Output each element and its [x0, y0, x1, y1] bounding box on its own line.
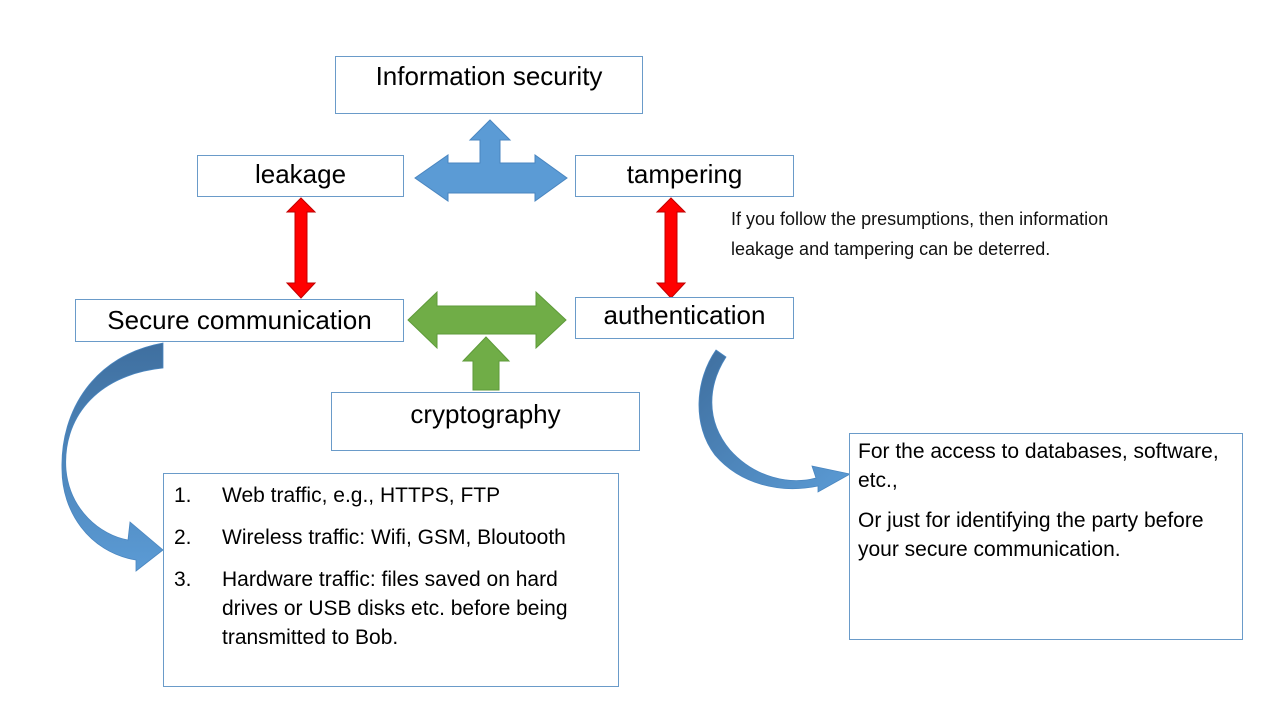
red-arrow-tampering-authentication — [655, 197, 687, 299]
node-label: Information security — [375, 61, 603, 91]
node-tampering: tampering — [575, 155, 794, 197]
node-label: Secure communication — [107, 305, 372, 335]
list-number: 2. — [174, 526, 192, 549]
node-label: cryptography — [410, 399, 561, 429]
node-label: tampering — [626, 159, 743, 189]
list-item: 1. Web traffic, e.g., HTTPS, FTP — [174, 481, 608, 510]
note-text: If you follow the presumptions, then inf… — [731, 209, 1109, 259]
auth-details-box: For the access to databases, software, e… — [849, 433, 1243, 640]
node-information-security: Information security — [335, 56, 643, 114]
list-number: 1. — [174, 484, 192, 507]
node-label: authentication — [603, 300, 766, 330]
blue-three-way-arrow — [414, 119, 568, 202]
node-secure-communication: Secure communication — [75, 299, 404, 342]
list-number: 3. — [174, 568, 192, 591]
traffic-list-box: 1. Web traffic, e.g., HTTPS, FTP 2. Wire… — [163, 473, 619, 687]
node-authentication: authentication — [575, 297, 794, 339]
auth-paragraph: Or just for identifying the party before… — [858, 509, 1204, 561]
node-label: leakage — [254, 159, 347, 189]
presumptions-note: If you follow the presumptions, then inf… — [731, 204, 1131, 264]
green-double-arrow — [407, 290, 567, 350]
green-up-arrow — [461, 336, 511, 391]
auth-paragraph: For the access to databases, software, e… — [858, 440, 1219, 492]
traffic-list: 1. Web traffic, e.g., HTTPS, FTP 2. Wire… — [174, 481, 608, 652]
curved-arrow-to-traffic-list — [61, 342, 164, 572]
list-text: Hardware traffic: files saved on hard dr… — [222, 568, 568, 649]
node-cryptography: cryptography — [331, 392, 640, 451]
list-text: Wireless traffic: Wifi, GSM, Bloutooth — [222, 526, 566, 549]
list-text: Web traffic, e.g., HTTPS, FTP — [222, 484, 501, 507]
curved-arrow-to-auth-details — [698, 349, 852, 493]
red-arrow-leakage-secure-communication — [285, 197, 317, 299]
list-item: 2. Wireless traffic: Wifi, GSM, Bloutoot… — [174, 523, 608, 552]
list-item: 3. Hardware traffic: files saved on hard… — [174, 565, 608, 652]
node-leakage: leakage — [197, 155, 404, 197]
